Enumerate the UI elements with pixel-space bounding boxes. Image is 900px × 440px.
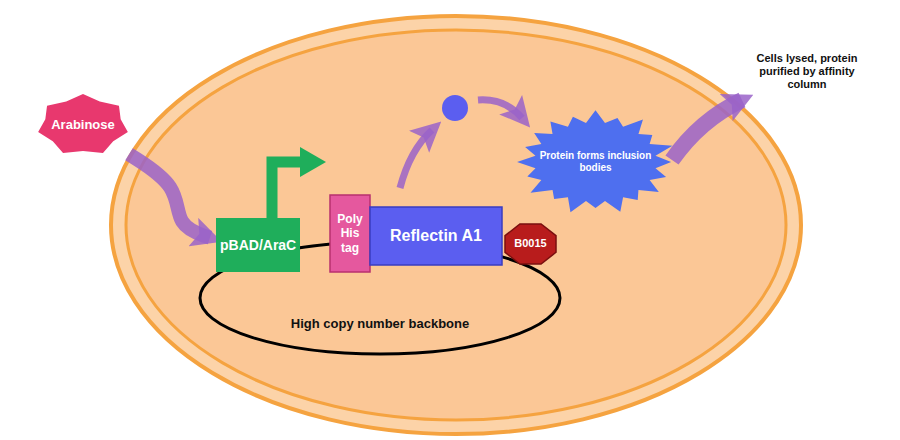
induction-arrow (129, 154, 210, 237)
node-text: Arabinose (51, 117, 115, 133)
node-text: Protein forms inclusion bodies (538, 150, 653, 174)
promoter-box: pBAD/AraC (216, 218, 300, 272)
node-text: B0015 (514, 237, 546, 250)
inclusion-body: Protein forms inclusion bodies (528, 118, 663, 206)
aggregation-arrow (478, 100, 522, 118)
promoter-arrow (272, 162, 308, 218)
expression-arrow (400, 130, 432, 188)
lysis-arrow (672, 100, 742, 160)
cell-wall (111, 16, 801, 434)
tag-box: Poly His tag (330, 195, 370, 272)
node-text: pBAD/AraC (220, 237, 296, 254)
inducer-badge: Arabinose (37, 94, 129, 156)
cell-membrane (126, 30, 786, 420)
node-text: Poly His tag (333, 212, 367, 255)
process-note: Cells lysed, protein purified by affinit… (748, 52, 866, 92)
gene-box: Reflectin A1 (370, 207, 502, 265)
protein-dot (442, 95, 468, 121)
terminator-symbol: B0015 (505, 224, 556, 264)
node-text: Reflectin A1 (390, 226, 482, 245)
backbone-label: High copy number backbone (250, 316, 510, 332)
